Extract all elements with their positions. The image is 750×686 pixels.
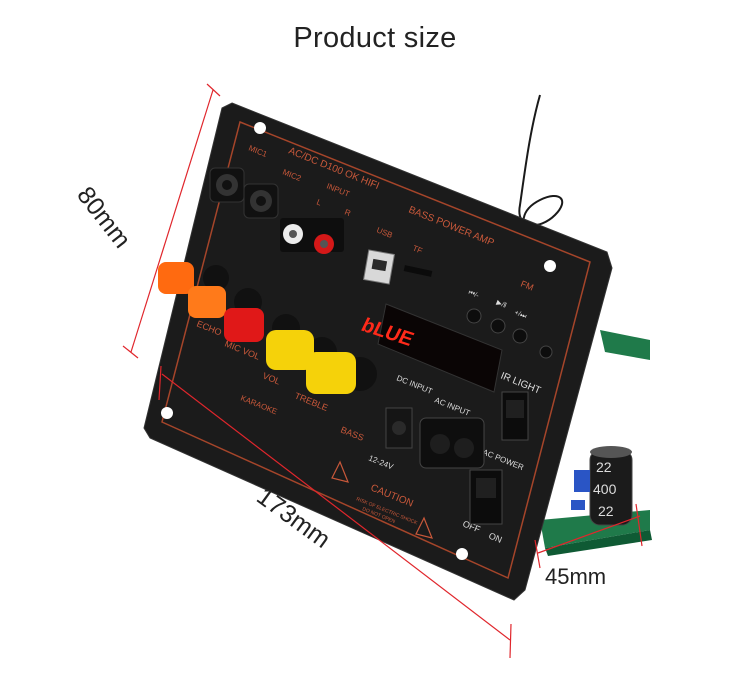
next-label: +/⏭ [513,309,528,320]
knobs [158,262,377,394]
capacitor-label-2: 400 [593,481,617,497]
tf-label: TF [411,244,424,256]
prev-label: ⏮/- [467,289,480,300]
dc-input-jack [385,407,413,449]
input-r-label: R [343,208,352,219]
warning-icon [331,460,433,539]
capacitor-label-3: 22 [598,503,614,519]
on-label: ON [487,531,503,545]
ac-input-socket [419,417,485,469]
fm-label: FM [519,279,535,293]
tf-slot [403,265,433,277]
play-label: ▶/‖ [495,299,507,309]
depth-dimension: 45mm [545,564,606,589]
height-dimension: 80mm [71,181,136,253]
usb-port [363,249,395,285]
led-display: bLUE [358,303,503,393]
mic-jacks [209,167,279,219]
power-switches [469,391,529,525]
input-l-label: L [315,198,323,208]
measure-lines [122,83,643,659]
page-title: Product size [293,22,457,54]
media-buttons [466,308,553,359]
capacitor-label-1: 22 [596,459,612,475]
rca-input [280,218,344,254]
capacitor: 22 400 22 [571,446,633,526]
